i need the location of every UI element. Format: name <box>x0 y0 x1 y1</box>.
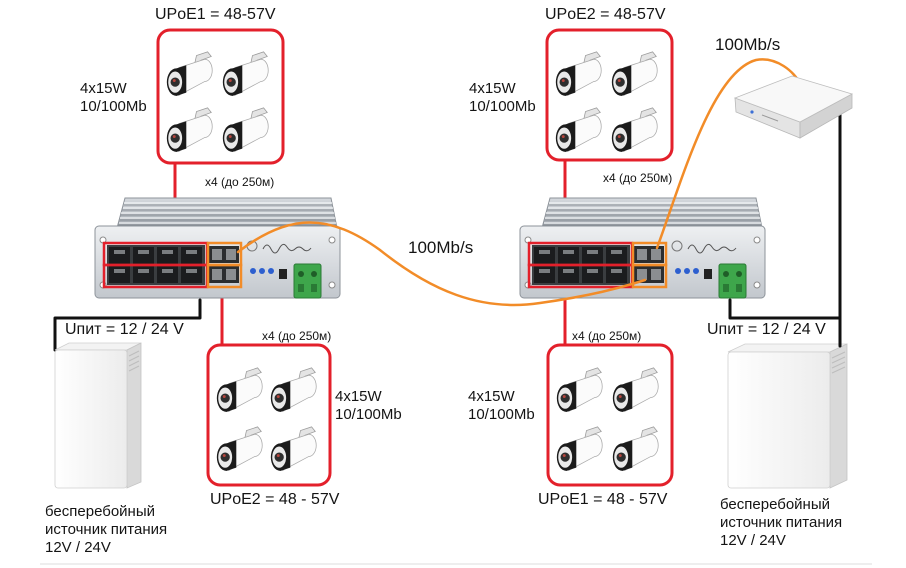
right-bottom-cable-length-label: x4 (до 250м) <box>572 329 642 343</box>
switch-to-nvr-speed-label: 100Mb/s <box>715 35 781 54</box>
right-uplink-port-bottom-highlight <box>631 263 668 289</box>
camera-icon <box>222 107 269 153</box>
camera-icon <box>555 51 602 97</box>
camera-icon <box>556 426 603 472</box>
camera-icon <box>166 51 213 97</box>
left-power-cable <box>53 298 202 352</box>
left-top-cable-length-label: x4 (до 250м) <box>205 175 275 189</box>
right-top-cable-length-label: x4 (до 250м) <box>603 171 673 185</box>
left-top-camera-speed: 10/100Mb <box>80 98 147 115</box>
left-bottom-camera-group-box <box>206 343 332 487</box>
left-top-upoe-voltage-label: UPoE1 = 48-57V <box>155 6 276 23</box>
left-top-camera-power: 4x15W <box>80 80 127 97</box>
right-top-camera-speed: 10/100Mb <box>469 98 536 115</box>
left-top-camera-group-box <box>156 28 285 165</box>
left-uplink-port-bottom-highlight <box>206 263 243 289</box>
camera-icon <box>611 107 658 153</box>
switch-to-switch-speed-label: 100Mb/s <box>408 238 474 257</box>
camera-icon <box>612 426 659 472</box>
camera-icon <box>556 367 603 413</box>
left-bottom-camera-specs: 4x15W 10/100Mb <box>335 388 402 424</box>
left-supply-voltage-label: Uпит = 12 / 24 V <box>65 321 184 338</box>
left-supply-caption: бесперебойный источник питания 12V / 24V <box>45 503 167 557</box>
left-bottom-camera-power: 4x15W <box>335 388 382 405</box>
right-supply-caption-line: 12V / 24V <box>720 532 786 549</box>
camera-icon <box>612 367 659 413</box>
left-supply-caption-line: бесперебойный <box>45 503 156 520</box>
left-supply-caption-line: источник питания <box>45 521 168 538</box>
left-bottom-cable-length-label: x4 (до 250м) <box>262 329 332 343</box>
right-power-supply-icon <box>727 343 848 489</box>
camera-icon <box>555 107 602 153</box>
camera-icon <box>611 51 658 97</box>
camera-icon <box>216 367 263 413</box>
right-top-camera-specs: 4x15W 10/100Mb <box>469 80 536 116</box>
right-top-camera-power: 4x15W <box>469 80 516 97</box>
camera-icon <box>222 51 269 97</box>
camera-icon <box>270 367 317 413</box>
left-power-supply-icon <box>54 342 142 489</box>
left-supply-caption-line: 12V / 24V <box>45 539 111 556</box>
left-bottom-upoe-voltage-label: UPoE2 = 48 - 57V <box>210 491 340 508</box>
left-poe-switch <box>94 197 341 299</box>
right-bottom-camera-specs: 4x15W 10/100Mb <box>468 388 535 424</box>
nvr-icon <box>733 75 854 139</box>
switch-to-nvr-uplink-cable <box>655 58 802 250</box>
right-bottom-camera-group-box <box>546 343 674 487</box>
right-switch-power-cable <box>728 298 842 320</box>
switch-to-switch-uplink-cable <box>236 221 647 307</box>
right-supply-caption-line: бесперебойный <box>720 496 831 513</box>
right-bottom-camera-power: 4x15W <box>468 388 515 405</box>
right-supply-caption: бесперебойный источник питания 12V / 24V <box>720 496 842 550</box>
right-top-upoe-voltage-label: UPoE2 = 48-57V <box>545 6 666 23</box>
right-bottom-upoe-voltage-label: UPoE1 = 48 - 57V <box>538 491 668 508</box>
right-top-camera-group-box <box>545 28 674 162</box>
left-bottom-camera-speed: 10/100Mb <box>335 406 402 423</box>
left-top-camera-specs: 4x15W 10/100Mb <box>80 80 147 116</box>
right-supply-voltage-label: Uпит = 12 / 24 V <box>707 321 826 338</box>
camera-icon <box>270 426 317 472</box>
right-supply-caption-line: источник питания <box>720 514 843 531</box>
right-poe-switch <box>519 197 766 299</box>
right-bottom-camera-speed: 10/100Mb <box>468 406 535 423</box>
camera-icon <box>216 426 263 472</box>
camera-icon <box>166 107 213 153</box>
